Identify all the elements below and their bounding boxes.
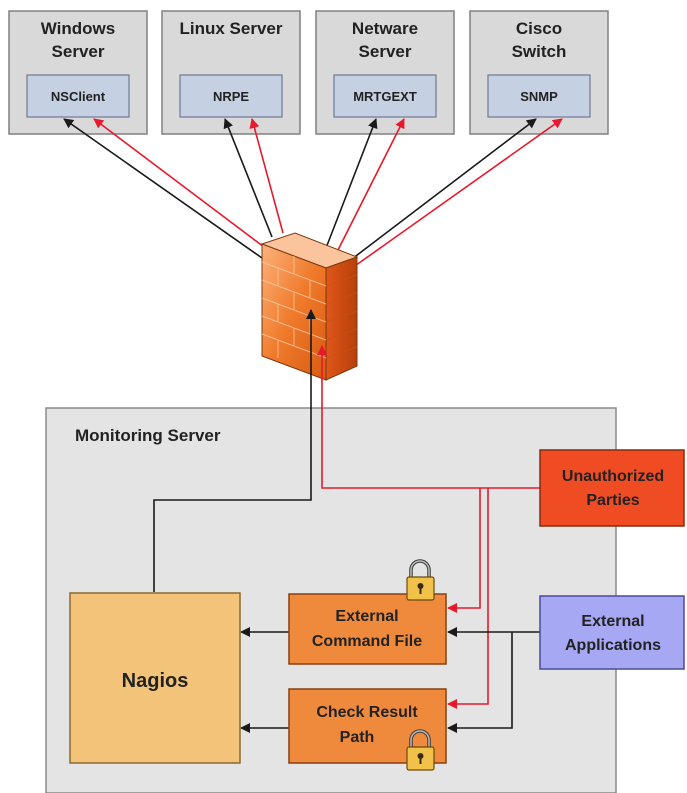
- server-title: Windows: [41, 19, 115, 38]
- external-applications-box: [539, 595, 685, 670]
- server-title: Server: [52, 42, 105, 61]
- server-box-netware: Netware Server MRTGEXT: [315, 10, 455, 135]
- agent-label: NRPE: [213, 89, 249, 104]
- nagios-to-firewall-line: [153, 309, 316, 592]
- external-command-file-line1: External: [335, 608, 398, 625]
- agent-label: MRTGEXT: [353, 89, 417, 104]
- external-apps-to-check-result-line: [447, 632, 513, 733]
- server-title: Cisco: [516, 19, 562, 38]
- unauthorized-parties-box: [539, 449, 685, 527]
- firewall-icon: [260, 232, 359, 381]
- external-command-file-line2: Command File: [312, 633, 422, 650]
- padlock-icon: [406, 729, 435, 771]
- padlock-icon: [406, 559, 435, 601]
- unauthorized-parties-line1: Unauthorized: [562, 468, 664, 485]
- agent-box-mrtgext: [333, 74, 437, 118]
- unauthorized-parties-line2: Parties: [586, 492, 639, 509]
- agent-label: NSClient: [51, 89, 106, 104]
- server-title: Server: [359, 42, 412, 61]
- red-arrow-snmp: [351, 118, 563, 269]
- external-applications-line2: Applications: [565, 637, 661, 654]
- red-arrow-nrpe: [249, 118, 284, 234]
- server-title: Switch: [512, 42, 567, 61]
- external-applications-line1: External: [581, 613, 644, 630]
- agent-box-nrpe: [179, 74, 283, 118]
- server-box-linux: Linux Server NRPE: [161, 10, 301, 135]
- black-arrow-mrtgext: [325, 118, 378, 249]
- monitoring-server-label: Monitoring Server: [75, 426, 221, 445]
- nagios-box: [69, 592, 241, 764]
- agent-label: SNMP: [520, 89, 558, 104]
- agent-box-nsclient: [26, 74, 130, 118]
- agent-box-snmp: [487, 74, 591, 118]
- black-arrow-nsclient: [63, 118, 263, 259]
- unauthorized-to-firewall-line: [317, 345, 540, 489]
- unauthorized-to-command-file-line: [447, 488, 481, 613]
- server-box-cisco: Cisco Switch SNMP: [469, 10, 609, 135]
- check-result-path-line2: Path: [340, 729, 375, 746]
- server-box-windows: Windows Server NSClient: [8, 10, 148, 135]
- check-result-path-line1: Check Result: [316, 704, 418, 721]
- firewall-to-agent-lines: [63, 118, 563, 269]
- black-arrow-snmp: [347, 118, 537, 263]
- black-arrow-nrpe: [223, 118, 273, 238]
- nagios-label: Nagios: [122, 670, 189, 692]
- external-command-file-box: [288, 593, 447, 665]
- unauthorized-to-check-result-line: [447, 488, 489, 709]
- server-title: Linux Server: [180, 19, 283, 38]
- red-arrow-mrtgext: [335, 118, 405, 255]
- red-arrow-nsclient: [93, 118, 269, 251]
- server-title: Netware: [352, 19, 418, 38]
